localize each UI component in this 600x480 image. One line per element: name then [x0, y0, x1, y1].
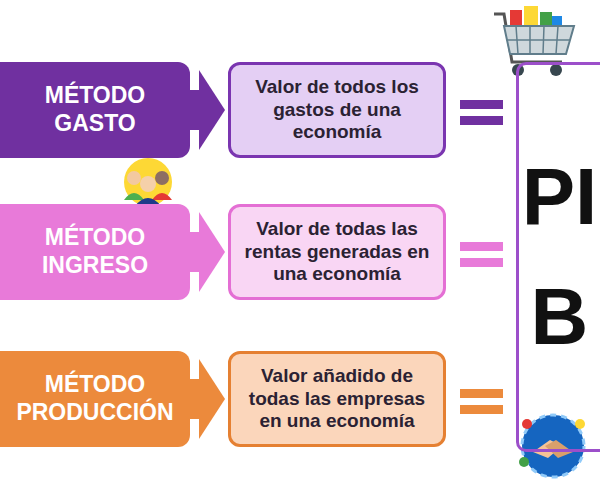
icon-dot: [522, 419, 532, 429]
cart-icon: [494, 6, 574, 76]
equals-bar: [460, 100, 503, 109]
description-box: Valor de todos los gastos de una economí…: [228, 62, 446, 158]
description-text: Valor añadido de todas las empresas en u…: [241, 365, 433, 433]
method-box: MÉTODO PRODUCCIÓN: [0, 351, 190, 447]
person-head: [155, 171, 169, 185]
icon-dot: [519, 457, 529, 467]
equals-sign: [460, 242, 503, 267]
method-box: MÉTODO INGRESO: [0, 204, 190, 300]
people-icon: [124, 158, 172, 206]
description-box: Valor de todas las rentas generadas en u…: [228, 204, 446, 300]
handshake-icon: [519, 415, 585, 477]
person-body: [124, 193, 144, 200]
equals-bar: [460, 258, 503, 267]
person-body: [152, 193, 172, 200]
hand: [545, 440, 573, 458]
description-text: Valor de todas las rentas generadas en u…: [241, 218, 433, 286]
result-letters: PIB: [520, 137, 600, 377]
arrow-shaft: [189, 379, 200, 419]
equals-sign: [460, 389, 503, 414]
cart-wheel: [550, 64, 562, 76]
cart-basket: [504, 26, 574, 54]
equals-bar: [460, 116, 503, 125]
method-label: MÉTODO INGRESO: [10, 224, 180, 279]
arrow-shaft: [189, 232, 200, 272]
arrow-shaft: [189, 90, 200, 130]
block-arrow: [189, 70, 225, 150]
arrow-head: [199, 212, 225, 292]
cart-grid: [507, 26, 570, 54]
block-arrow: [189, 212, 225, 292]
icon-background: [522, 415, 584, 477]
method-label: MÉTODO PRODUCCIÓN: [10, 371, 180, 426]
arrow-head: [199, 70, 225, 150]
description-box: Valor añadido de todas las empresas en u…: [228, 351, 446, 447]
block-arrow: [189, 359, 225, 439]
description-text: Valor de todos los gastos de una economí…: [241, 76, 433, 144]
cart-item: [524, 6, 538, 28]
result-box: PIB: [516, 62, 600, 452]
method-label: MÉTODO GASTO: [10, 82, 180, 137]
equals-bar: [460, 405, 503, 414]
equals-bar: [460, 389, 503, 398]
icon-ring: [522, 415, 584, 477]
icon-background: [124, 158, 172, 206]
equals-sign: [460, 100, 503, 125]
method-box: MÉTODO GASTO: [0, 62, 190, 158]
icon-dot: [575, 419, 585, 429]
equals-bar: [460, 242, 503, 251]
person-head: [127, 171, 141, 185]
arrow-head: [199, 359, 225, 439]
person-head: [140, 176, 156, 192]
